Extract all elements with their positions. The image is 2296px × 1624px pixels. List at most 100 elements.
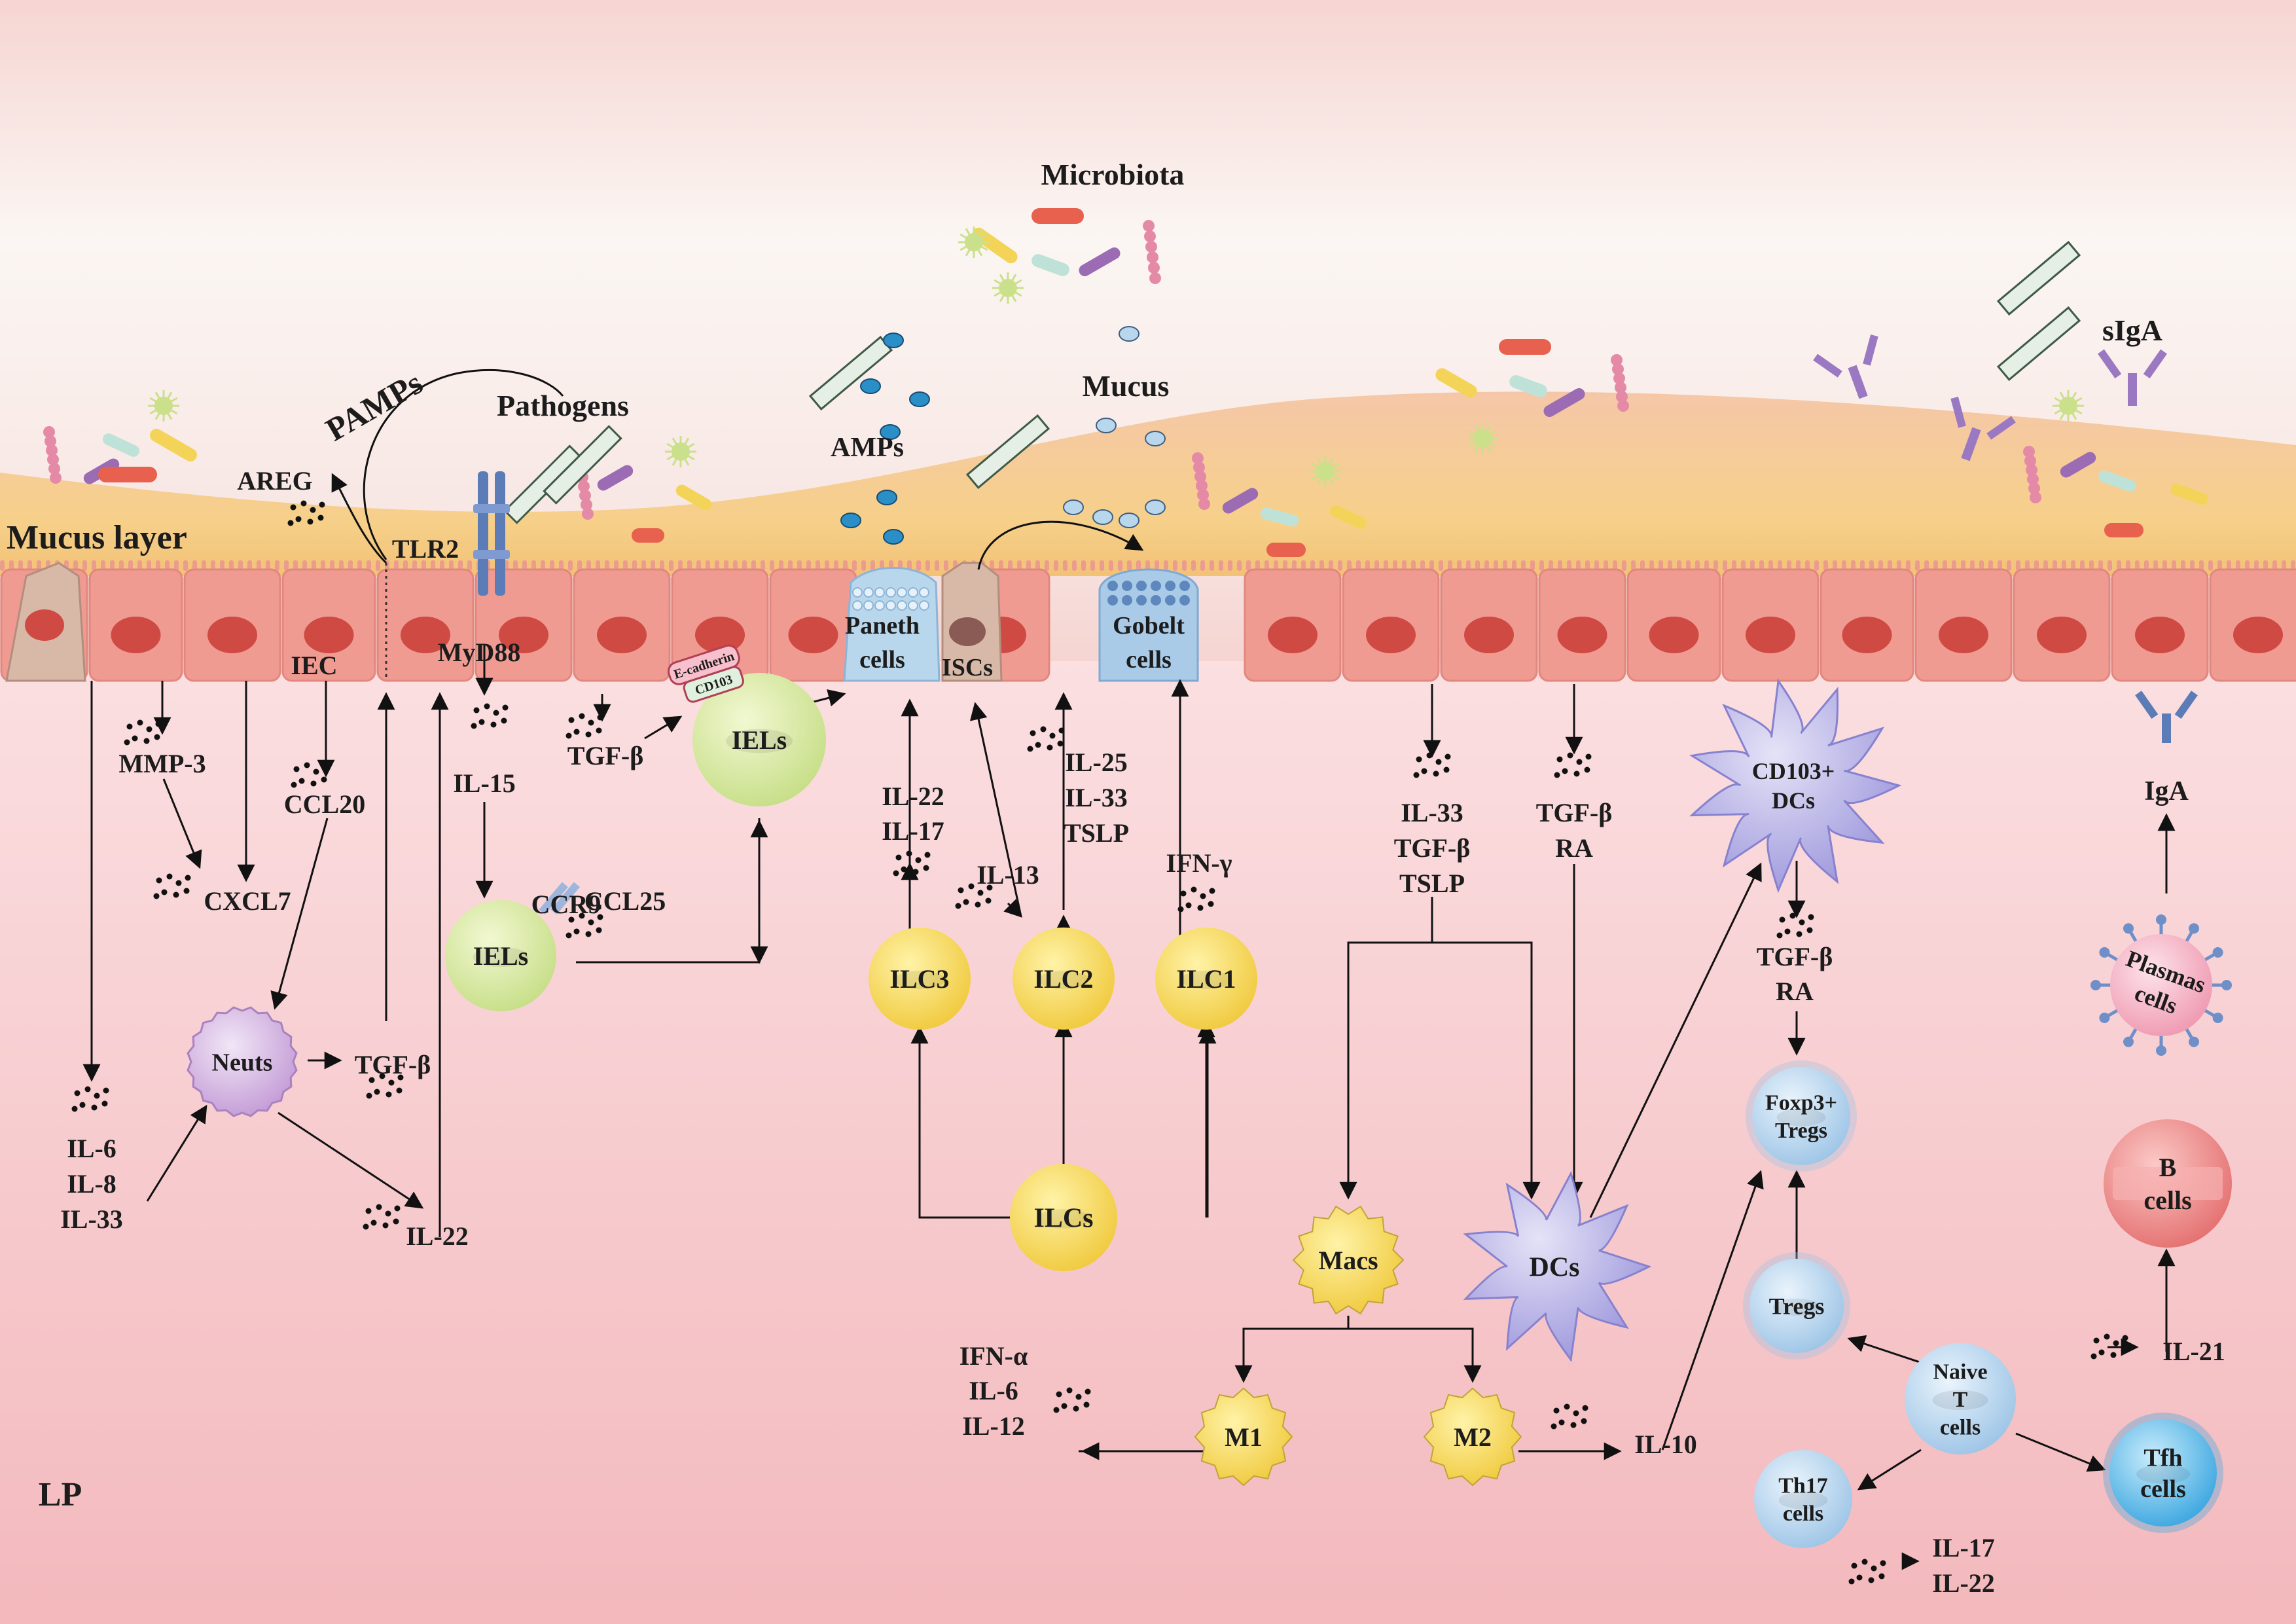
- plasma-cell: Plasmascells: [2090, 914, 2232, 1056]
- epithelial-cell: [183, 568, 281, 682]
- epithelial-cell: [1914, 568, 2013, 682]
- tgfb-mac-label: TGF-β: [1394, 833, 1471, 863]
- epithelial-cell: [376, 568, 475, 682]
- arrow: [146, 1104, 207, 1202]
- ccr9-receptor: [539, 882, 568, 915]
- epithelial-cell: [281, 568, 376, 682]
- arrow: [644, 715, 683, 740]
- arrow-path: [1432, 941, 1541, 1200]
- cd103-dcs-cell: CD103+DCs: [1689, 678, 1902, 893]
- tgfb-neut-label: TGF-β: [355, 1050, 431, 1079]
- epithelial-cell: [1342, 568, 1440, 682]
- tslp-ilc2-label: TSLP: [1064, 818, 1129, 848]
- il22-neut-label: IL-22: [406, 1221, 469, 1251]
- ccl20-label: CCL20: [284, 789, 365, 819]
- ra-dc-label: RA: [1555, 833, 1593, 863]
- il33-ilc2-label: IL-33: [1065, 783, 1128, 812]
- lp-label: LP: [39, 1476, 82, 1513]
- ra-treg-label: RA: [1776, 977, 1814, 1006]
- tlr2-receptor: [473, 471, 510, 596]
- ilc1-cell-label: ILC1: [1176, 964, 1236, 994]
- epithelial-cell: [2111, 568, 2209, 682]
- amps-label: AMPs: [831, 433, 904, 463]
- microbiota-label: Microbiota: [1041, 158, 1185, 191]
- cd103-dcs-cell-label: CD103+DCs: [1752, 758, 1835, 814]
- arrow: [270, 818, 329, 1010]
- ilcs-cell-label: ILCs: [1033, 1204, 1093, 1234]
- ifna-label: IFN-α: [960, 1341, 1028, 1371]
- tlr2-label: TLR2: [392, 534, 459, 564]
- il15-label: IL-15: [453, 768, 516, 798]
- foxp3-tregs-cell: Foxp3+Tregs: [1746, 1060, 1857, 1172]
- ilc2-cell: ILC2: [1013, 928, 1115, 1030]
- il6-m1-label: IL-6: [969, 1376, 1018, 1405]
- cxcl7-label: CXCL7: [204, 886, 291, 916]
- tregs-cell: Tregs: [1743, 1252, 1850, 1360]
- text-labels: Microbiota Mucus sIgA PAMPs Pathogens AM…: [7, 158, 2225, 1598]
- iels-top-cell: IELs: [692, 673, 826, 806]
- ilc3-cell: ILC3: [869, 928, 971, 1030]
- arrow: [278, 1111, 424, 1209]
- iels-top-cell-label: IELs: [732, 725, 787, 755]
- ilc3-cell-label: ILC3: [889, 964, 949, 994]
- ccr9-label: CCR9: [531, 890, 601, 919]
- epithelial-cell: [1440, 568, 1538, 682]
- arrow: [1003, 899, 1022, 918]
- arrow: [2015, 1432, 2106, 1472]
- tgfb-iel-label: TGF-β: [567, 741, 644, 770]
- mucus-layer-label: Mucus layer: [7, 519, 187, 556]
- dcs-cell-label: DCs: [1529, 1253, 1579, 1283]
- arrow: [162, 778, 202, 869]
- tgfb-dc-label: TGF-β: [1536, 798, 1613, 827]
- epithelial-cell: [1244, 568, 1342, 682]
- isc-goblet-arrow: [977, 520, 1144, 570]
- microbiota-cluster: [43, 208, 2208, 743]
- tgfb-treg-label: TGF-β: [1757, 942, 1833, 971]
- areg-label: AREG: [237, 466, 313, 496]
- tslp-mac-label: TSLP: [1399, 869, 1465, 898]
- arrow: [1857, 1449, 1922, 1490]
- epithelial-cell: [1721, 568, 1820, 682]
- epithelial-cell: [475, 568, 573, 682]
- il17-ilc3-label: IL-17: [882, 816, 944, 846]
- il33-left-label: IL-33: [60, 1204, 123, 1234]
- iels-bottom-cell: IELs: [445, 900, 556, 1011]
- ilcs-cell: ILCs: [1010, 1164, 1117, 1271]
- epithelial-cell: [573, 568, 671, 682]
- cytokine-dots: [71, 500, 2128, 1585]
- il21-label: IL-21: [2162, 1337, 2225, 1366]
- iga-label: IgA: [2144, 776, 2189, 806]
- arrow-path: [576, 820, 768, 964]
- epithelial-cell: [1626, 568, 1721, 682]
- siga-label: sIgA: [2102, 314, 2162, 347]
- m1-cell: M1: [1194, 1387, 1293, 1487]
- areg-arrow: [331, 473, 387, 564]
- epithelial-cell: [769, 568, 857, 682]
- pathogens-label: Pathogens: [497, 389, 629, 422]
- tregs-cell-label: Tregs: [1769, 1293, 1825, 1320]
- m1-cell-label: M1: [1225, 1422, 1263, 1452]
- ccl25-label: CCL25: [584, 886, 666, 916]
- ifng-label: IFN-γ: [1166, 848, 1232, 878]
- m2-cell-label: M2: [1454, 1422, 1492, 1452]
- lamina-propria: [0, 661, 2296, 1624]
- macs-cell: Macs: [1292, 1205, 1405, 1315]
- il6-label: IL-6: [67, 1134, 117, 1163]
- epithelial-cell: [2013, 568, 2111, 682]
- iec-label: IEC: [291, 651, 337, 680]
- il22-th17-label: IL-22: [1932, 1568, 1995, 1598]
- mucus-label: Mucus: [1083, 369, 1170, 403]
- epithelial-cell: [88, 568, 183, 682]
- iels-bottom-cell-label: IELs: [473, 941, 529, 971]
